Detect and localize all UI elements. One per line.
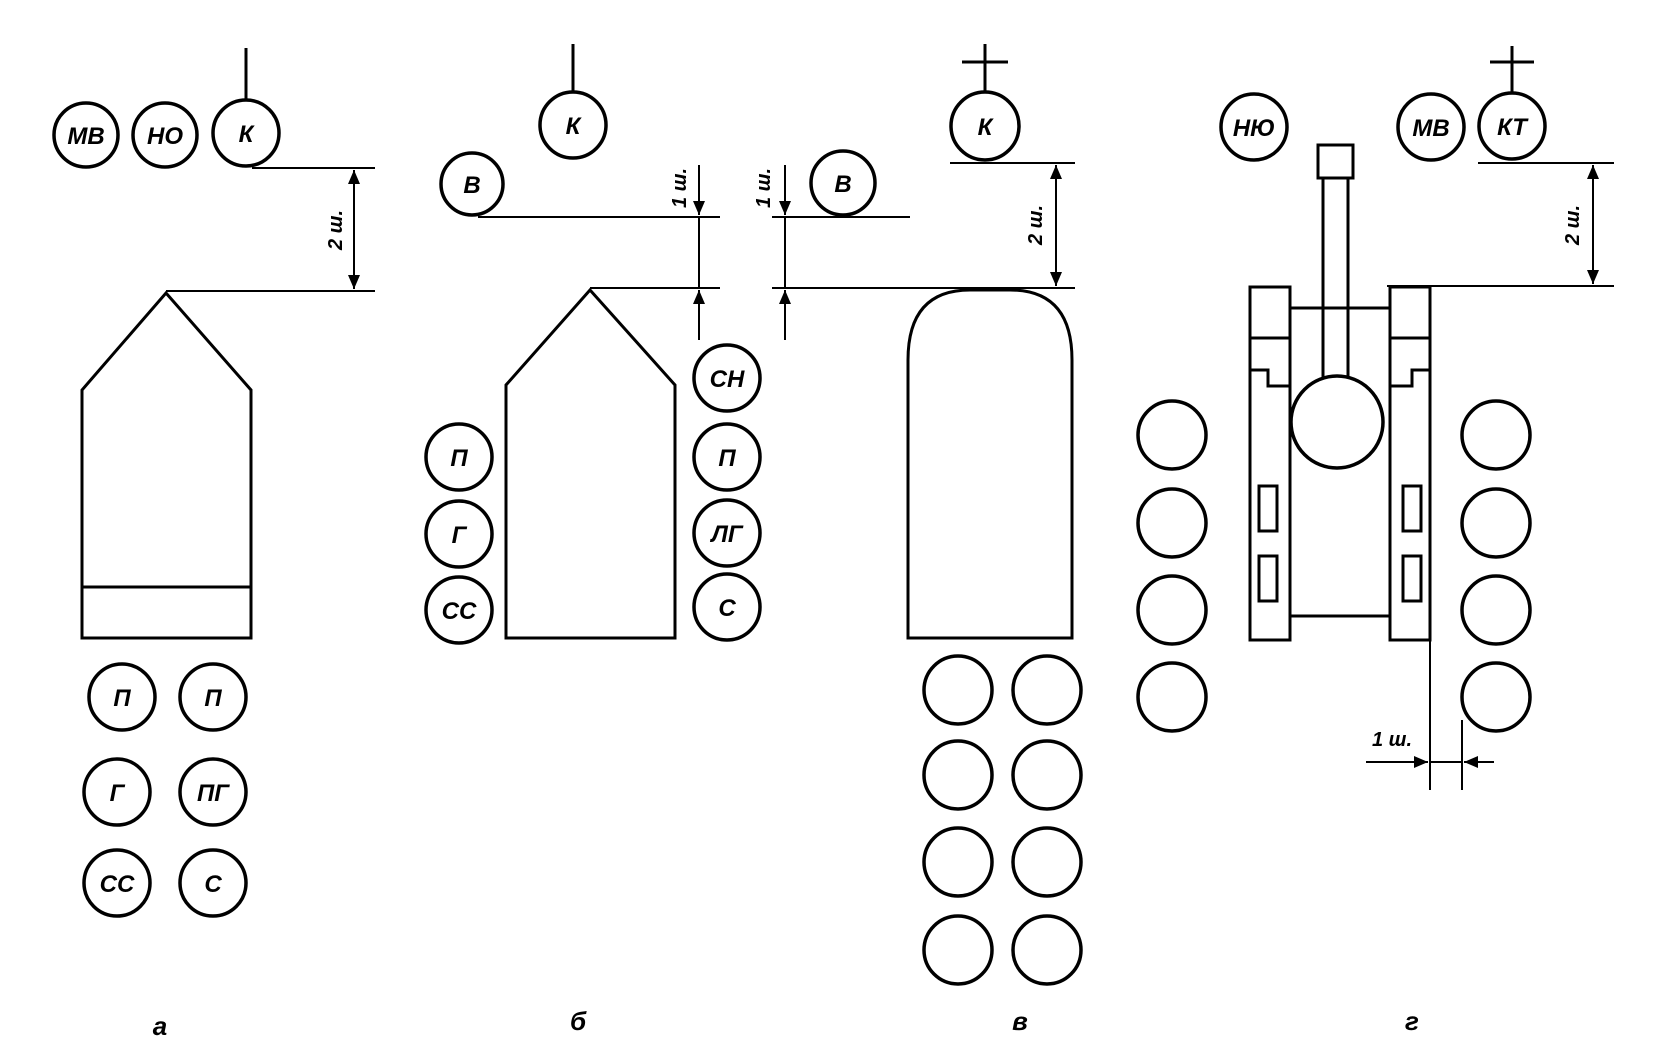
symbol-k: К (949, 90, 1021, 162)
unit-circle (922, 826, 994, 898)
dimension-label: 1 ш. (669, 168, 691, 208)
symbol-p: П (692, 422, 762, 492)
symbol-p-left: П (87, 662, 157, 732)
unit-circle (1460, 661, 1532, 733)
caption-b: б (570, 1006, 587, 1036)
symbol-v: В (809, 149, 877, 217)
symbol-p: П (424, 422, 494, 492)
symbol-ss: СС (424, 575, 494, 645)
svg-text:Г: Г (452, 522, 468, 549)
symbol-g: Г (424, 499, 494, 569)
svg-text:К: К (978, 114, 995, 141)
svg-text:П: П (450, 445, 468, 472)
symbol-mv: МВ (52, 101, 120, 169)
svg-text:С: С (718, 595, 736, 622)
svg-text:СС: СС (100, 871, 135, 898)
caption-v: в (1012, 1006, 1028, 1036)
symbol-lg: ЛГ (692, 498, 762, 568)
device-stem (1321, 176, 1350, 390)
symbol-ss: СС (82, 848, 152, 918)
svg-text:К: К (566, 113, 583, 140)
svg-text:П: П (113, 685, 131, 712)
svg-text:КТ: КТ (1497, 114, 1529, 141)
unit-circle (1136, 661, 1208, 733)
svg-text:В: В (834, 171, 851, 198)
unit-circle (1011, 826, 1083, 898)
formation-shape (504, 287, 677, 640)
svg-text:НЮ: НЮ (1233, 115, 1275, 142)
panel-v: К В 1 ш. 2 ш. в (753, 44, 1208, 1036)
svg-text:В: В (463, 172, 480, 199)
svg-text:Г: Г (110, 780, 126, 807)
unit-circle (1136, 487, 1208, 559)
panel-a: МВ НО К 2 ш. П П Г ПГ СС С а (52, 48, 375, 1041)
device-left-frame (1248, 285, 1292, 642)
device-right-frame (1388, 285, 1432, 642)
symbol-g: Г (82, 757, 152, 827)
unit-circle (1460, 399, 1532, 471)
unit-circle (1460, 487, 1532, 559)
svg-text:К: К (239, 121, 256, 148)
unit-circle (1460, 574, 1532, 646)
symbol-k: К (211, 98, 281, 168)
caption-a: а (153, 1011, 167, 1041)
unit-circle (1011, 654, 1083, 726)
symbol-s: С (692, 572, 762, 642)
panel-b: К В 1 ш. П Г СС СН П ЛГ С б (424, 44, 762, 1036)
symbol-pg: ПГ (178, 757, 248, 827)
unit-circle (1011, 739, 1083, 811)
svg-text:П: П (204, 685, 222, 712)
symbol-k: К (538, 90, 608, 160)
symbol-nyu: НЮ (1219, 92, 1289, 162)
svg-text:С: С (204, 871, 222, 898)
dimension-label: 1 ш. (753, 168, 775, 208)
unit-circle (922, 654, 994, 726)
unit-circle (1011, 914, 1083, 986)
symbol-p-right: П (178, 662, 248, 732)
svg-text:СС: СС (442, 598, 477, 625)
symbol-s: С (178, 848, 248, 918)
svg-text:П: П (718, 445, 736, 472)
svg-text:НО: НО (147, 123, 183, 150)
unit-circle (922, 914, 994, 986)
formation-shape (80, 290, 253, 640)
svg-text:СН: СН (710, 366, 745, 393)
unit-circle (922, 739, 994, 811)
symbol-v: В (439, 151, 505, 217)
dimension-label: 2 ш. (1025, 205, 1047, 246)
dimension-label: 1 ш. (1372, 729, 1412, 751)
dimension-label: 2 ш. (1562, 205, 1584, 246)
svg-text:ЛГ: ЛГ (709, 521, 743, 548)
device-hub (1289, 374, 1385, 470)
svg-text:ПГ: ПГ (197, 780, 230, 807)
unit-circle (1136, 399, 1208, 471)
symbol-sn: СН (692, 343, 762, 413)
panel-g: НЮ МВ КТ 2 ш. (1219, 46, 1614, 1036)
unit-circle (1136, 574, 1208, 646)
dimension-label: 2 ш. (325, 210, 347, 251)
device-top (1316, 143, 1355, 180)
symbol-kt: КТ (1477, 91, 1547, 161)
svg-text:МВ: МВ (1412, 115, 1449, 142)
caption-g: г (1405, 1006, 1419, 1036)
svg-text:МВ: МВ (67, 123, 104, 150)
symbol-mv: МВ (1396, 92, 1466, 162)
symbol-no: НО (131, 101, 199, 169)
formation-shape-rounded (906, 288, 1074, 640)
